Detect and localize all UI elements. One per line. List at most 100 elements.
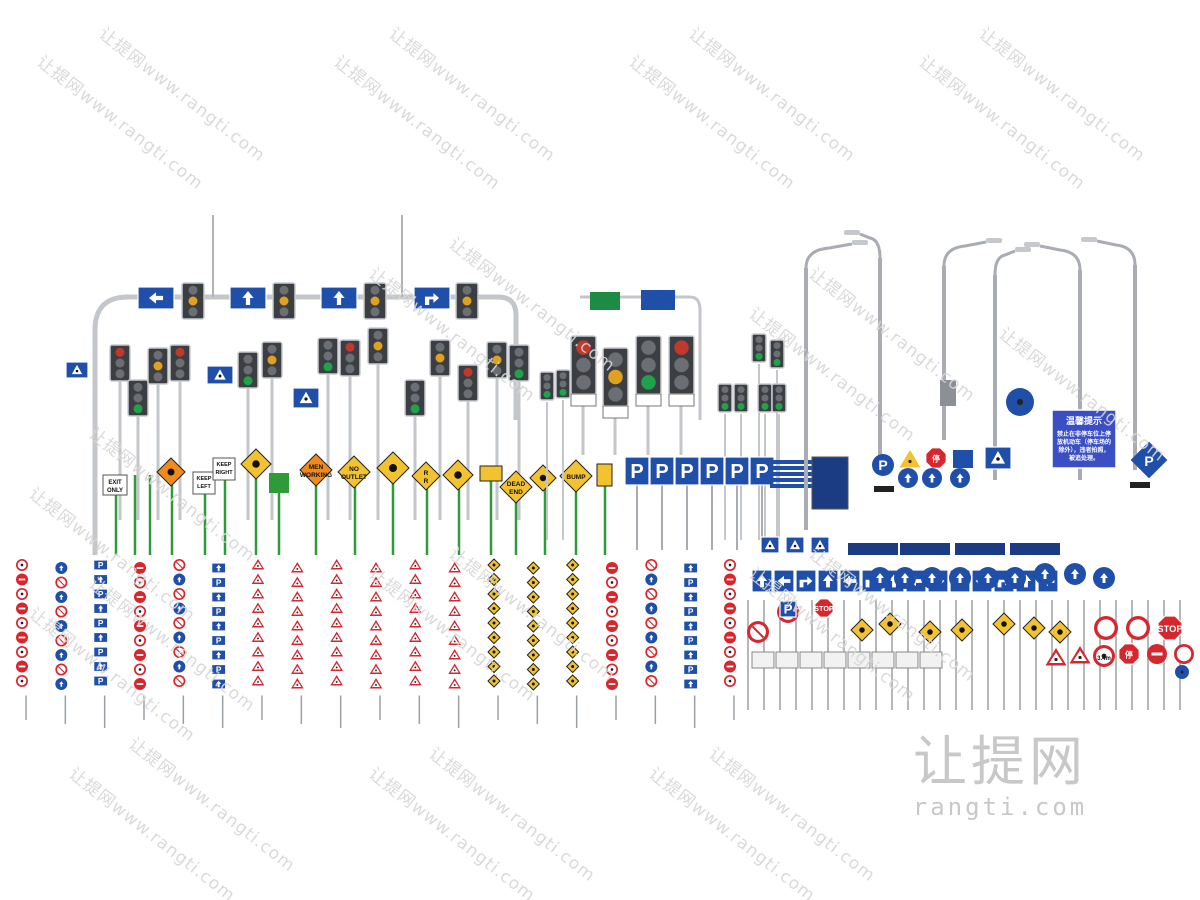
blue-guide-sign [211, 620, 227, 632]
prohibition-slash [175, 677, 183, 685]
regulatory-round-sign [645, 617, 658, 629]
warning-diamond-sign [526, 633, 541, 648]
street-lamp-head [986, 238, 1002, 243]
parking-letter: P [688, 635, 694, 645]
sign-symbol [138, 610, 142, 613]
direction-arrow-icon [843, 575, 857, 587]
sign-symbol [453, 669, 456, 672]
warning-sign-text: MEN [309, 464, 324, 471]
parking-letter: P [680, 461, 693, 483]
regulatory-round-sign [645, 602, 658, 615]
no-entry-icon [136, 596, 144, 598]
direction-arrow-icon [424, 293, 440, 306]
warning-triangle-sign [369, 663, 383, 674]
blue-guide-sign [65, 361, 89, 379]
sign-symbol [453, 683, 456, 686]
pedestrian-figure [996, 457, 1000, 461]
regulatory-round-sign [724, 675, 736, 687]
traffic-light-lamp [175, 358, 185, 368]
regulatory-round-sign [645, 559, 658, 571]
notice-board-line: 除外），违者拍照， [1058, 446, 1109, 454]
direction-arrow-icon [177, 605, 182, 612]
blue-guide-sign [817, 569, 839, 593]
direction-arrow-icon [216, 651, 222, 659]
traffic-light-lamp [370, 296, 380, 306]
regulatory-round-sign [724, 646, 736, 658]
blue-guide-sign [211, 649, 227, 661]
warning-sign-symbol [167, 468, 175, 476]
regulatory-round-sign [645, 573, 658, 586]
traffic-light-lamp [761, 394, 769, 402]
warning-diamond-sign [526, 561, 541, 575]
triangle-sign-face [371, 579, 381, 586]
regulatory-round-sign [747, 621, 769, 643]
pedestrian-crossing-icon [71, 364, 83, 375]
warning-diamond-sign [992, 612, 1016, 636]
blue-guide-sign: P [724, 456, 750, 486]
sign-symbol [335, 564, 338, 567]
regulatory-round-sign [173, 602, 186, 615]
warning-sign-symbol [492, 636, 496, 639]
sign-symbol [257, 608, 259, 611]
small-gantry-pole [580, 295, 702, 420]
blue-guide-sign [93, 660, 109, 673]
triangle-sign-face [411, 576, 420, 583]
warning-diamond-sign [526, 662, 541, 677]
triangle-sign-face [450, 622, 459, 629]
warning-diamond-sign [487, 558, 501, 572]
blue-guide-sign [773, 569, 795, 593]
regulatory-round-sign [606, 605, 618, 618]
triangle-sign-face [253, 561, 263, 568]
warning-triangle-sign [291, 678, 304, 689]
triangle-sign-face [332, 663, 341, 670]
triangle-sign-face [450, 593, 459, 600]
warning-triangle-sign [448, 605, 461, 616]
warning-sign-symbol [959, 627, 965, 633]
warning-triangle-sign [291, 620, 304, 631]
traffic-light-lamp [133, 404, 143, 414]
street-lamp-head [852, 240, 868, 245]
notice-board-title: 温馨提示 [1066, 415, 1102, 426]
triangle-sign-face [253, 648, 263, 655]
traffic-light-icon [751, 333, 767, 363]
regulatory-round-sign [16, 675, 28, 687]
traffic-light-lamp [153, 361, 163, 371]
traffic-light-lamp [435, 353, 445, 363]
sign-symbol [257, 564, 259, 567]
warning-triangle-sign [409, 660, 422, 671]
blue-sign-plate [724, 456, 750, 486]
triangle-sign-face [332, 590, 341, 597]
traffic-light-icon [555, 369, 571, 399]
parking-letter: P [705, 461, 718, 483]
regulatory-round-sign [606, 678, 618, 690]
stop-sign: STOP [1157, 615, 1183, 641]
direction-arrow-icon [688, 564, 694, 572]
regulatory-round-sign [1064, 563, 1086, 585]
triangle-sign-face [411, 677, 420, 684]
blue-guide-sign [984, 446, 1012, 470]
rangti-logo: 让提网 rangti.com [905, 732, 1095, 832]
sign-symbol [1180, 670, 1184, 674]
pedestrian-figure [818, 544, 822, 548]
warning-diamond-sign: RR [411, 461, 441, 491]
pedestrian-crossing-icon [789, 539, 801, 550]
keep-right-text: KEEP [217, 462, 232, 468]
exit-only-text: ONLY [107, 488, 123, 494]
triangle-sign-face [332, 561, 341, 568]
no-entry-icon [18, 578, 26, 581]
blue-guide-sign: P [699, 456, 725, 486]
blue-guide-sign [810, 536, 830, 554]
sign-symbol [414, 622, 417, 625]
no-entry-icon [1131, 626, 1145, 630]
pedestrian-sign-plate [953, 450, 973, 468]
warning-triangle-sign [291, 605, 304, 616]
warning-diamond-sign [565, 674, 580, 688]
warning-sign-symbol [531, 653, 535, 657]
traffic-light-lamp [373, 341, 383, 351]
traffic-light-lamp [608, 387, 623, 402]
triangle-sign-face [450, 680, 459, 687]
regulatory-round-sign [16, 573, 28, 586]
traffic-light-lamp [115, 358, 125, 368]
sign-symbol [335, 680, 338, 683]
